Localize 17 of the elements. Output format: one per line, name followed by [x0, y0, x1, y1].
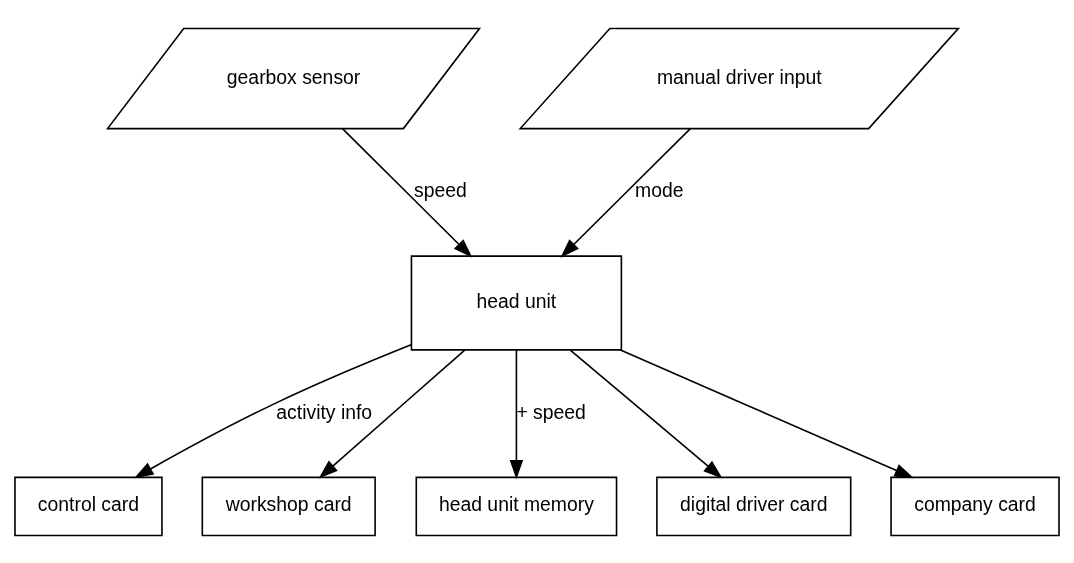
node-box: workshop card [201, 476, 376, 536]
node-box: company card [890, 476, 1060, 536]
node-box: head unit [410, 254, 623, 351]
arrow [619, 348, 914, 478]
arrow [341, 127, 473, 258]
arrow [318, 348, 466, 478]
node-box: digital driver card [656, 476, 852, 536]
edge-label: + speed [516, 400, 586, 423]
edge-label: speed [414, 178, 467, 201]
edge-label: activity info [276, 400, 373, 423]
arrow [569, 348, 723, 478]
arrow [509, 348, 524, 479]
arrow [560, 127, 692, 258]
arrow [134, 343, 412, 478]
edge-label: mode [635, 178, 684, 201]
node-box: control card [14, 476, 163, 536]
node-box: head unit memory [415, 476, 618, 536]
